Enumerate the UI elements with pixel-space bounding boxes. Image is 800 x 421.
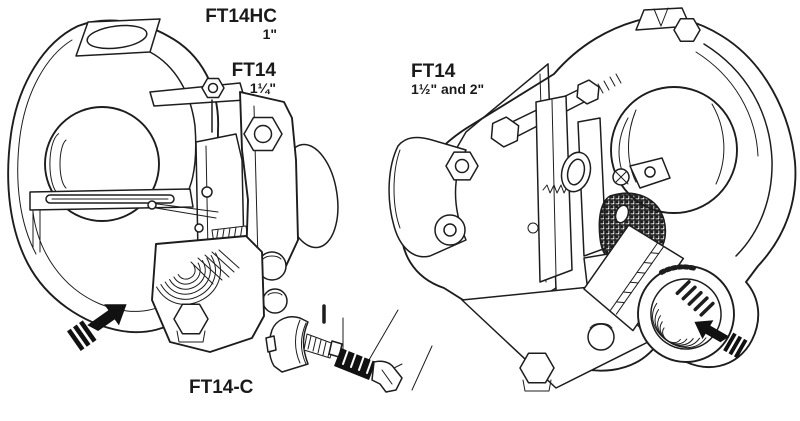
label-ft14hc-model: FT14HC: [205, 6, 277, 27]
label-ft14-medium-size: 1¼": [249, 80, 276, 97]
label-ft14-large: FT14 1½" and 2": [411, 61, 484, 98]
ft14c-capsule-assembly-drawing: [265, 304, 433, 393]
label-ft14hc: FT14HC 1": [205, 6, 277, 43]
ft14-large-trap-cutaway-drawing: [388, 7, 797, 392]
label-ft14c-model: FT14-C: [189, 377, 254, 398]
flow-arrow-left: [66, 304, 127, 352]
ft14hc-trap-cutaway-drawing: [7, 18, 339, 353]
label-ft14-large-size: 1½" and 2": [411, 81, 485, 98]
label-ft14hc-size: 1": [262, 26, 277, 43]
label-ft14-medium-model: FT14: [231, 60, 276, 81]
flow-arrow-right: [694, 320, 748, 359]
label-ft14-large-model: FT14: [411, 61, 456, 82]
label-ft14c: FT14-C: [189, 377, 253, 398]
label-ft14-medium: FT14 1¼": [232, 60, 276, 97]
